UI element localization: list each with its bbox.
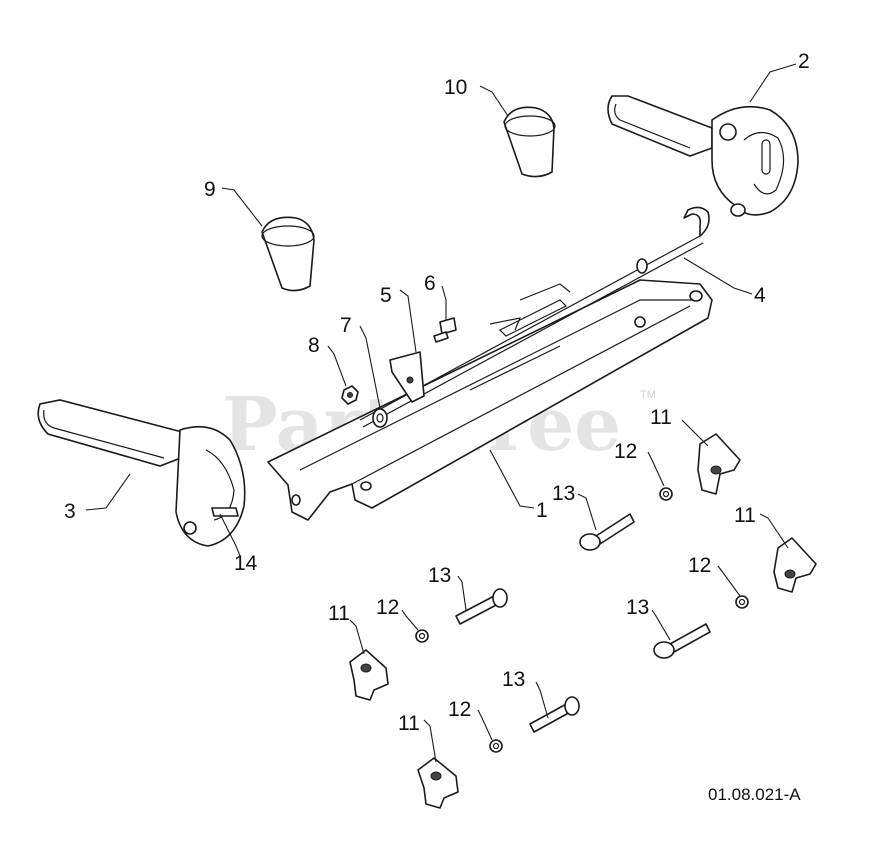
callout-11b: 11 (734, 504, 756, 527)
drawing-code: 01.08.021-A (708, 785, 801, 804)
callout-12d: 12 (448, 698, 471, 721)
part-11-star-knob-b[interactable] (773, 537, 817, 593)
callout-11c: 11 (328, 602, 350, 625)
part-7-spacer[interactable] (372, 408, 388, 428)
callout-12c: 12 (376, 596, 399, 619)
part-12-washer-b[interactable] (735, 595, 749, 609)
callout-11d: 11 (398, 712, 420, 735)
part-6-bolt[interactable] (433, 317, 457, 343)
callout-5: 5 (380, 284, 392, 307)
part-5-bracket[interactable] (389, 351, 425, 403)
callout-1: 1 (536, 499, 548, 522)
callout-6: 6 (424, 272, 436, 295)
callout-12a: 12 (614, 440, 637, 463)
callout-13b: 13 (428, 564, 451, 587)
part-1-frame-bracket[interactable] (267, 279, 713, 521)
part-12-washer-a[interactable] (659, 487, 673, 501)
part-12-washer-c[interactable] (415, 629, 429, 643)
part-13-bolt-b[interactable] (455, 588, 508, 625)
callout-10: 10 (444, 76, 467, 99)
callout-4: 4 (754, 284, 766, 307)
part-8-nut[interactable] (341, 385, 359, 405)
callout-8: 8 (308, 334, 320, 357)
callout-13c: 13 (626, 596, 649, 619)
part-11-star-knob-d[interactable] (417, 757, 459, 809)
part-10-knob[interactable] (503, 106, 556, 178)
callout-13d: 13 (502, 668, 525, 691)
part-11-star-knob-a[interactable] (697, 433, 741, 495)
callout-12b: 12 (688, 554, 711, 577)
callout-9: 9 (204, 178, 216, 201)
part-13-bolt-d[interactable] (529, 696, 580, 733)
callout-3: 3 (64, 500, 76, 523)
callout-11a: 11 (650, 406, 672, 429)
part-2-right-handle[interactable] (607, 95, 799, 217)
part-14-pin[interactable] (211, 507, 239, 517)
part-12-washer-d[interactable] (489, 739, 503, 753)
callout-13a: 13 (552, 482, 575, 505)
part-13-bolt-a[interactable] (579, 513, 635, 551)
part-13-bolt-c[interactable] (653, 623, 711, 659)
callout-2: 2 (798, 50, 810, 73)
watermark-tm: TM (640, 389, 656, 401)
part-11-star-knob-c[interactable] (349, 649, 389, 701)
leader-lines (85, 63, 797, 763)
callout-7: 7 (340, 314, 352, 337)
callout-14: 14 (234, 552, 258, 575)
callout-labels: 1 2 3 4 5 6 7 8 9 10 11 11 11 11 12 12 1… (64, 50, 810, 735)
part-9-knob[interactable] (261, 216, 315, 292)
part-3-left-handle[interactable] (37, 399, 246, 547)
